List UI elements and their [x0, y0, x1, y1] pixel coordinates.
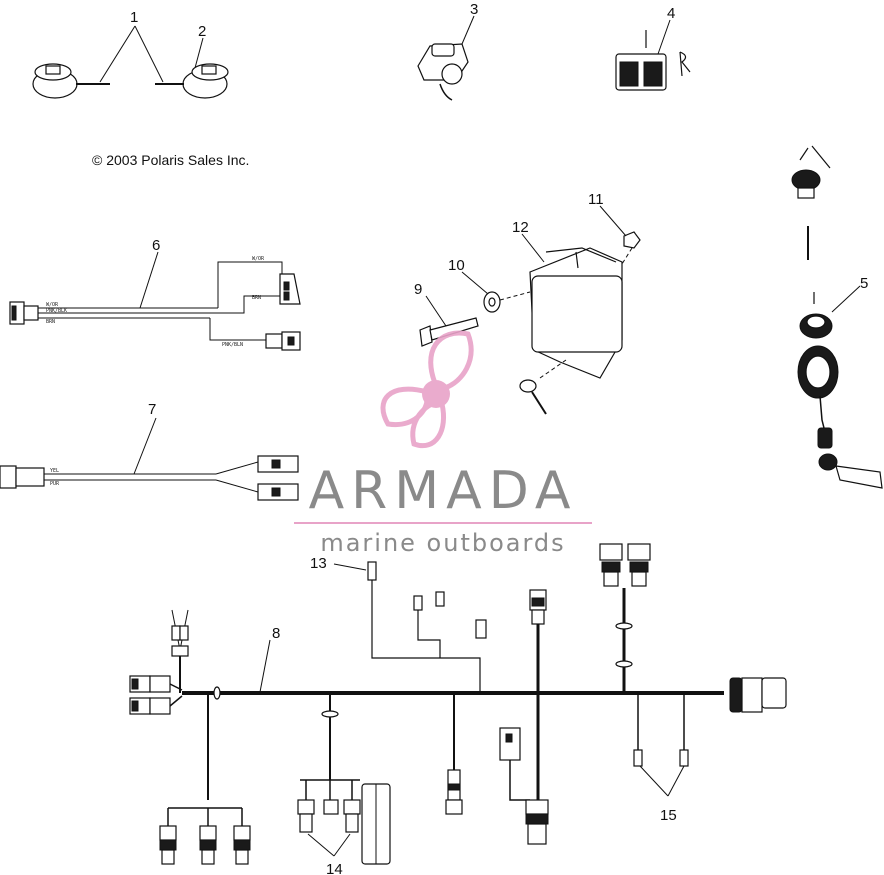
callout-5: 5	[860, 275, 868, 292]
callout-12: 12	[512, 219, 529, 236]
watermark-divider	[294, 522, 592, 524]
callout-6: 6	[152, 237, 160, 254]
part-3-switch[interactable]	[417, 15, 475, 101]
callout-3: 3	[470, 1, 478, 18]
callout-13: 13	[310, 555, 327, 572]
callout-leaders-1-2	[99, 25, 204, 83]
part-10-washer[interactable]	[461, 271, 531, 313]
callout-leaders-14	[307, 833, 351, 857]
callout-15: 15	[660, 807, 677, 824]
callout-7: 7	[148, 401, 156, 418]
watermark-tagline: marine outboards	[320, 529, 566, 557]
part-2-sensor[interactable]	[155, 63, 229, 99]
part-6-harness[interactable]: W/OR W/OR PNK/BLK BRN BRN PNK/BLN	[9, 251, 301, 351]
callout-2: 2	[198, 23, 206, 40]
part-11-nut[interactable]	[599, 205, 641, 265]
callout-10: 10	[448, 257, 465, 274]
part-5-ignition-switch[interactable]	[791, 145, 883, 489]
callout-1: 1	[130, 9, 138, 26]
part-12-cdi-box[interactable]	[521, 233, 623, 379]
part-7-harness[interactable]: YEL PUR	[0, 417, 299, 501]
wire-label-pnk-blk: PNK/BLK	[46, 308, 67, 314]
callout-4: 4	[667, 5, 675, 22]
wire-label-w-or: W/OR	[252, 256, 265, 262]
wire-label-w-or-2: W/OR	[46, 302, 59, 308]
callout-8: 8	[272, 625, 280, 642]
wire-label-yel: YEL	[50, 468, 59, 474]
part-4-relay[interactable]	[615, 19, 691, 91]
callout-14: 14	[326, 861, 343, 875]
part-9-bolt[interactable]	[419, 295, 479, 347]
wire-label-brn: BRN	[252, 295, 261, 301]
callout-leaders-15	[639, 765, 685, 797]
watermark-name: ARMADA	[308, 461, 578, 521]
callout-9: 9	[414, 281, 422, 298]
ground-ring-terminal[interactable]	[519, 359, 567, 415]
watermark-brand: ARMADA marine outboards	[288, 462, 598, 558]
wire-label-pur: PUR	[50, 481, 60, 487]
callout-11: 11	[588, 191, 604, 208]
propeller-logo-icon	[380, 330, 474, 449]
wire-label-pnk-bln: PNK/BLN	[222, 342, 243, 348]
part-8-main-harness[interactable]	[129, 543, 787, 865]
copyright-notice: © 2003 Polaris Sales Inc.	[92, 152, 250, 168]
part-13-terminal	[333, 563, 367, 571]
part-1-sensor[interactable]	[32, 63, 110, 99]
wire-label-brn-main: BRN	[46, 319, 55, 325]
